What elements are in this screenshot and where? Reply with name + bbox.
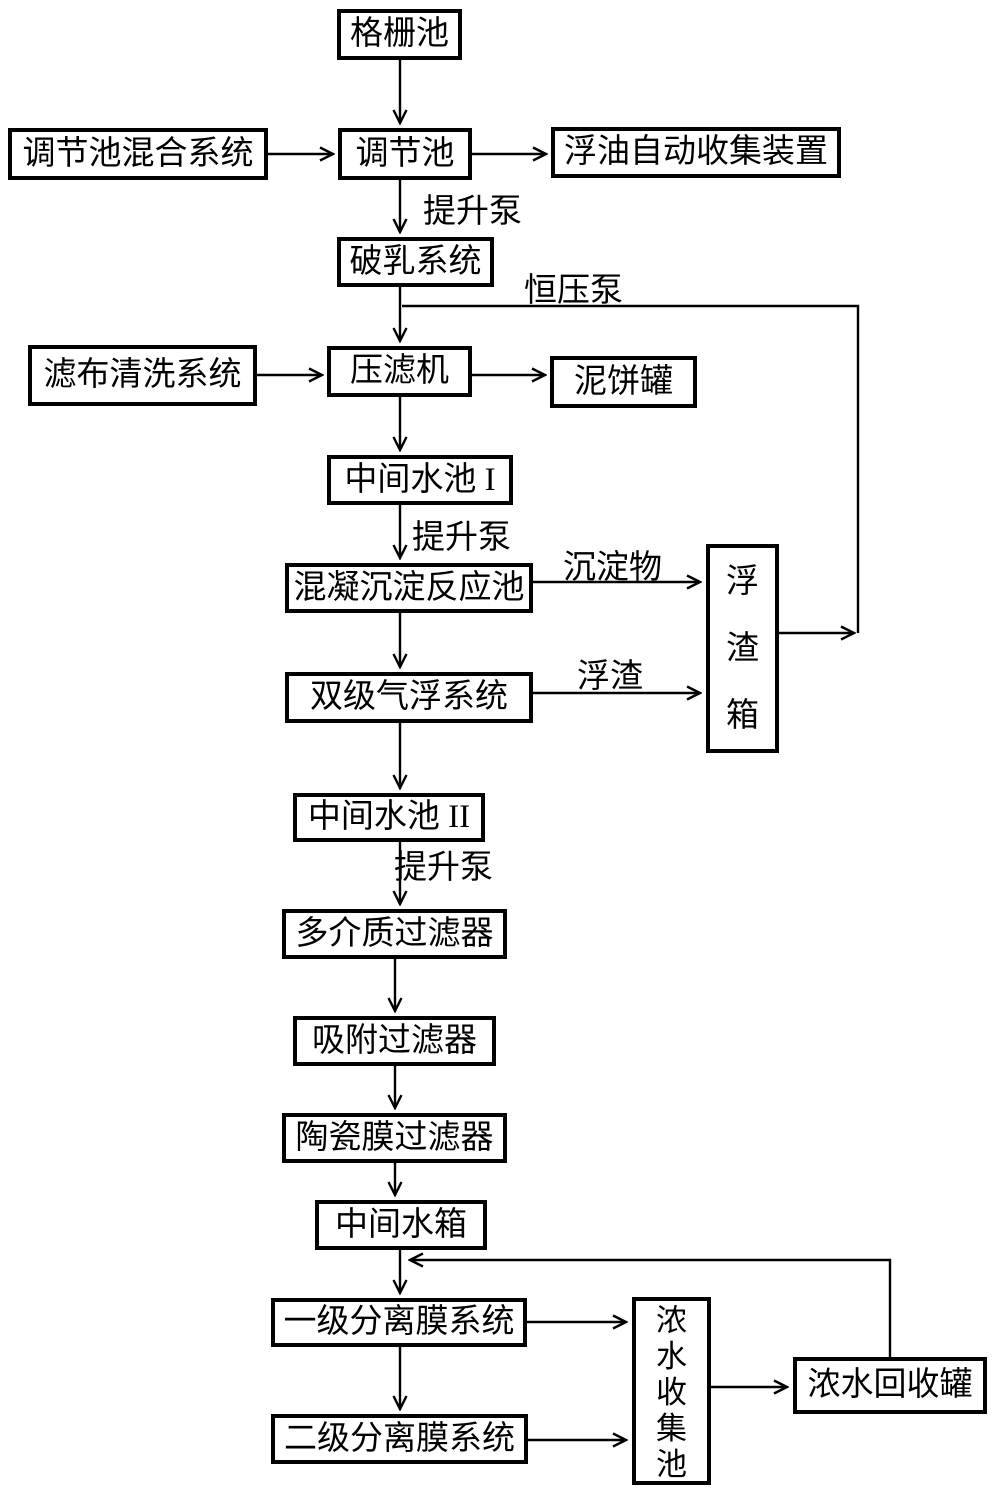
node-mud-cake-tank: 泥饼罐: [550, 356, 697, 408]
node-filter-press: 压滤机: [327, 346, 472, 397]
node-multimedia-filter: 多介质过滤器: [282, 909, 507, 959]
node-regulating-mix-system: 调节池混合系统: [8, 128, 268, 180]
node-concentrate-recovery-tank: 浓水回收罐: [793, 1357, 987, 1414]
edge-label-lift-pump-3: 提升泵: [394, 850, 493, 886]
node-intermediate-tank: 中间水箱: [315, 1200, 487, 1250]
edge-label-constant-pressure-pump: 恒压泵: [524, 273, 623, 309]
node-grid-pool: 格栅池: [337, 9, 462, 60]
edge-label-lift-pump-1: 提升泵: [423, 194, 522, 230]
edge-constpressure-return-line: [402, 304, 860, 633]
edge-label-lift-pump-2: 提升泵: [412, 520, 511, 556]
node-intermediate-pool-2: 中间水池 II: [293, 793, 485, 842]
node-filter-cloth-washing-system: 滤布清洗系统: [28, 345, 257, 406]
node-intermediate-pool-1: 中间水池 I: [327, 455, 513, 505]
node-regulating-pool: 调节池: [338, 128, 472, 180]
node-coagulation-sedimentation-pool: 混凝沉淀反应池: [285, 563, 533, 613]
edge-label-sediment: 沉淀物: [563, 550, 662, 586]
edge-recoverytank-return-line: [410, 1260, 892, 1357]
node-oil-auto-collector: 浮油自动收集装置: [551, 127, 841, 178]
edge-label-scum: 浮渣: [577, 659, 643, 695]
node-demulsification-system: 破乳系统: [337, 237, 494, 287]
node-membrane-stage-1: 一级分离膜系统: [271, 1298, 527, 1347]
node-ceramic-membrane-filter: 陶瓷膜过滤器: [282, 1113, 507, 1163]
node-two-stage-air-flotation: 双级气浮系统: [285, 672, 533, 723]
node-concentrate-collection-pool: 浓水收集池: [632, 1297, 711, 1485]
node-scum-box: 浮渣箱: [706, 544, 779, 753]
node-membrane-stage-2: 二级分离膜系统: [271, 1414, 528, 1464]
node-adsorption-filter: 吸附过滤器: [293, 1016, 496, 1066]
